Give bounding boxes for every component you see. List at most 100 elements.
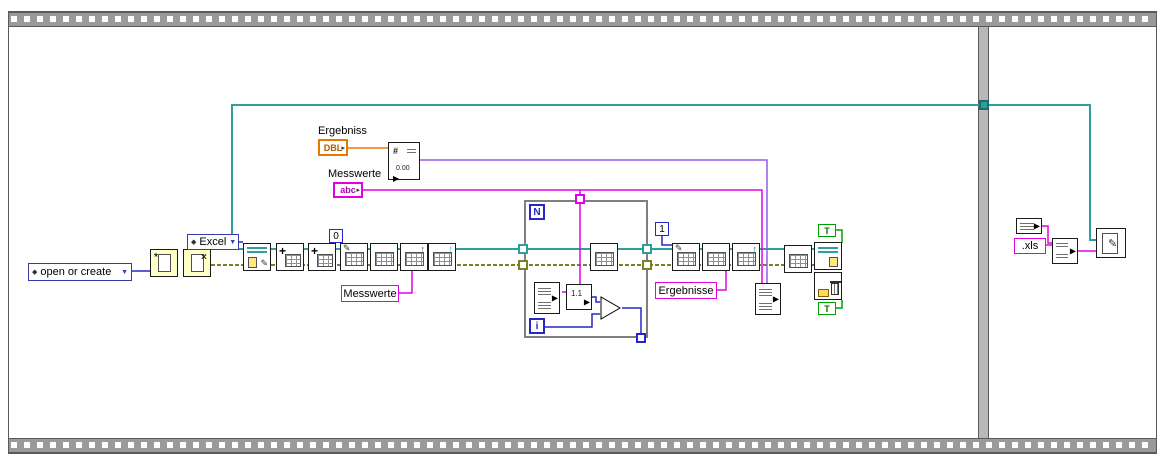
boolean-true-constant-top[interactable]: T <box>818 224 836 237</box>
worksheet-icon-4[interactable]: ↑ <box>428 243 456 271</box>
messwerte-terminal[interactable]: abc ▸ <box>333 182 363 198</box>
rows-glyph <box>538 302 551 310</box>
boolean-true-constant-bottom[interactable]: T <box>818 302 836 315</box>
table-grid-glyph <box>677 252 696 266</box>
loop-tunnel-bottom[interactable] <box>636 333 646 343</box>
loop-tunnel-error-right[interactable] <box>642 260 652 270</box>
ring-coercion-icon: ◆ <box>32 269 38 276</box>
index-array-strings-icon-2[interactable]: ▶ <box>755 283 781 315</box>
write-file-icon[interactable]: ✎ <box>1096 228 1126 258</box>
ring-label: open or create <box>40 266 112 278</box>
rows-glyph <box>759 303 772 311</box>
concatenate-strings-icon[interactable]: ▶ <box>1052 238 1078 264</box>
film-perforations <box>11 16 1154 22</box>
page-glyph <box>829 257 838 267</box>
worksheet-icon-1[interactable]: ✎ <box>340 243 368 271</box>
terminal-arrow-icon: ▸ <box>341 144 345 152</box>
page-glyph <box>1102 233 1118 254</box>
new-file-icon[interactable]: * <box>150 249 178 277</box>
number-to-string-icon[interactable]: # 0.00 ▶ <box>388 142 420 183</box>
film-perforations <box>11 442 1154 448</box>
ergebniss-terminal[interactable]: DBL ▸ <box>318 139 348 156</box>
loop-tunnel-string-top[interactable] <box>575 194 585 204</box>
plus-glyph: + <box>311 244 319 258</box>
table-grid-glyph <box>345 252 364 266</box>
ring-coercion-icon: ◆ <box>191 239 197 246</box>
save-report-icon[interactable] <box>814 242 842 270</box>
star-glyph: * <box>154 252 158 263</box>
pencil-icon: ✎ <box>1108 238 1118 250</box>
messwerte-label: Messwerte <box>328 168 382 180</box>
table-grid-glyph <box>317 254 333 267</box>
loop-tunnel-refnum-left[interactable] <box>518 244 528 254</box>
rows-glyph <box>538 288 551 296</box>
rows-glyph <box>1056 243 1068 249</box>
scan-numbers-glyph: 1.1 <box>571 289 583 298</box>
append-table-icon-1[interactable]: + <box>276 243 304 271</box>
worksheet-out-string-constant[interactable]: Ergebnisse <box>655 282 717 299</box>
dispose-report-icon[interactable] <box>814 272 842 300</box>
scan-from-string-icon[interactable]: 1.1 ▶ <box>566 284 592 310</box>
sequence-border-top[interactable] <box>9 12 1156 27</box>
append-table-icon-2[interactable]: + <box>308 243 336 271</box>
loop-tunnel-refnum-right[interactable] <box>642 244 652 254</box>
loop-tunnel-error-left[interactable] <box>518 260 528 270</box>
comparator-icon[interactable] <box>600 296 622 320</box>
open-mode-ring-constant[interactable]: ◆ open or create ▼ <box>28 263 132 281</box>
rows-glyph <box>1020 223 1034 231</box>
zero-constant[interactable]: 0 <box>329 229 343 243</box>
loop-iteration-terminal[interactable]: i <box>529 318 545 334</box>
pencil-icon: ✎ <box>260 258 268 268</box>
folder-glyph <box>818 289 829 297</box>
sequence-tunnel[interactable] <box>979 100 989 110</box>
format-string-icon[interactable]: ▶ <box>1016 218 1042 234</box>
index-arrow-icon: ▶ <box>551 293 558 303</box>
table-grid-glyph <box>405 252 424 266</box>
terminal-type-label: abc <box>340 185 356 195</box>
cross-glyph: × <box>201 252 207 263</box>
rows-glyph <box>407 149 416 155</box>
hash-glyph: # <box>393 146 399 156</box>
number-format-glyph: 0.00 <box>396 165 410 172</box>
one-constant[interactable]: 1 <box>655 222 669 236</box>
worksheet-icon-3[interactable]: ↑ <box>400 243 428 271</box>
dropdown-icon: ▼ <box>121 268 128 276</box>
worksheet-icon-2[interactable] <box>370 243 398 271</box>
excel-report-icon[interactable]: ✎ <box>243 243 271 271</box>
worksheet-in-string-constant[interactable]: Messwerte <box>341 285 399 302</box>
table-grid-glyph <box>595 252 614 266</box>
index-arrow-icon: ▶ <box>772 294 779 304</box>
worksheet-icon-6[interactable] <box>702 243 730 271</box>
file-extension-constant[interactable]: .xls <box>1014 238 1046 254</box>
sequence-border-bottom[interactable] <box>9 438 1156 453</box>
pencil-icon: ✎ <box>675 243 683 253</box>
worksheet-icon-5[interactable]: ✎ <box>672 243 700 271</box>
page-glyph <box>248 257 257 268</box>
table-grid-glyph <box>707 252 726 266</box>
arrow-glyph: ▶ <box>1033 221 1040 231</box>
worksheet-icon-loop[interactable] <box>590 243 618 271</box>
page-glyph <box>158 254 171 272</box>
worksheet-icon-7[interactable]: ↑ <box>732 243 760 271</box>
table-grid-glyph <box>433 252 452 266</box>
rows-glyph <box>759 289 772 297</box>
up-arrow-icon: ↑ <box>752 244 758 254</box>
report-type-ring-constant[interactable]: ◆ Excel ▼ <box>187 234 239 250</box>
trash-icon <box>830 281 841 295</box>
loop-count-terminal[interactable]: N <box>529 204 545 220</box>
worksheet-icon-8[interactable] <box>784 245 812 273</box>
terminal-type-label: DBL <box>323 142 343 153</box>
index-array-strings-icon[interactable]: ▶ <box>534 282 560 314</box>
close-file-icon[interactable]: × <box>183 249 211 277</box>
table-grid-glyph <box>737 252 756 266</box>
table-grid-glyph <box>285 254 301 267</box>
dropdown-icon: ▼ <box>229 238 237 246</box>
index-arrow-icon: ▶ <box>1069 246 1076 256</box>
up-arrow-icon: ↑ <box>420 244 426 254</box>
page-glyph <box>191 254 204 272</box>
flat-sequence-structure[interactable] <box>8 11 1157 454</box>
comparator-triangle <box>600 296 621 320</box>
stripes-glyph <box>247 247 267 254</box>
ring-label: Excel <box>199 236 227 248</box>
sequence-frame-divider[interactable] <box>978 27 989 438</box>
